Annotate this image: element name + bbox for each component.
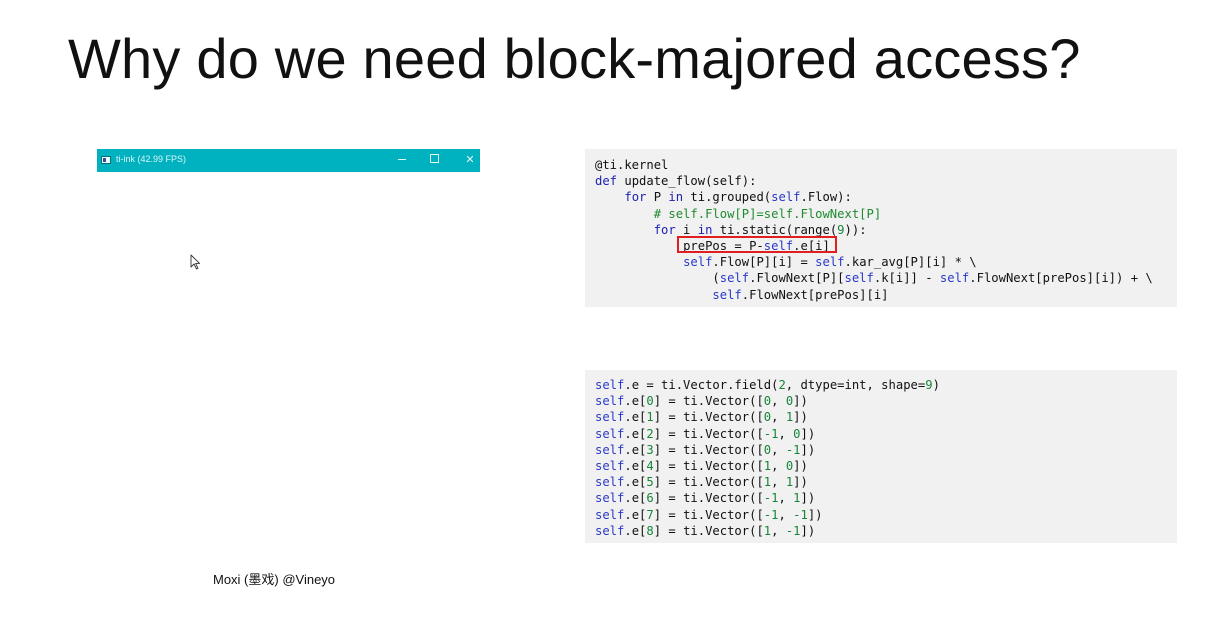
code-line: self.e[5] = ti.Vector([1, 1])	[595, 475, 808, 490]
code-comment-line: # self.Flow[P]=self.FlowNext[P]	[653, 206, 882, 221]
code-line: self.e = ti.Vector.field(2, dtype=int, s…	[595, 378, 940, 392]
slide-title: Why do we need block-majored access?	[68, 27, 1081, 90]
window-title: ti-ink (42.99 FPS)	[116, 154, 187, 164]
code-line: for P in ti.grouped(self.Flow):	[624, 190, 852, 205]
footer-credit: Moxi (墨戏) @Vineyo	[213, 572, 336, 587]
code-line: self.e[6] = ti.Vector([-1, 1])	[595, 491, 816, 506]
code-line: self.e[4] = ti.Vector([1, 0])	[595, 458, 808, 473]
code-line: for i in ti.static(range(9)):	[653, 222, 867, 237]
close-icon: ✕	[465, 153, 475, 166]
window-titlebar[interactable]: ti-ink (42.99 FPS) ✕	[97, 149, 480, 172]
code-line: self.e[1] = ti.Vector([0, 1])	[595, 410, 808, 425]
maximize-icon	[429, 153, 439, 163]
code-line: self.e[2] = ti.Vector([-1, 0])	[595, 426, 816, 441]
app-window: ti-ink (42.99 FPS) ✕	[97, 149, 480, 172]
kernel-code-block: @ti.kernel def update_flow(self): for P i…	[585, 149, 1177, 307]
highlight-box	[677, 236, 837, 253]
vector-code-block: self.e = ti.Vector.field(2, dtype=int, s…	[585, 370, 1177, 543]
highlighted-code-line: prePos = P-self.e[i]	[683, 238, 830, 253]
minimize-button[interactable]	[391, 151, 413, 169]
code-line: def update_flow(self):	[595, 174, 757, 189]
code-line: @ti.kernel	[595, 158, 669, 172]
code-line: self.FlowNext[prePos][i]	[712, 287, 889, 302]
code-line: self.e[8] = ti.Vector([1, -1])	[595, 523, 816, 538]
close-button[interactable]: ✕	[459, 151, 481, 169]
code-line: self.e[7] = ti.Vector([-1, -1])	[595, 507, 823, 522]
minimize-icon	[398, 158, 406, 160]
code-line: self.e[0] = ti.Vector([0, 0])	[595, 394, 808, 409]
maximize-button[interactable]	[423, 151, 445, 169]
code-line: (self.FlowNext[P][self.k[i]] - self.Flow…	[712, 271, 1153, 286]
app-icon	[101, 156, 111, 164]
code-line: self.Flow[P][i] = self.kar_avg[P][i] * \	[683, 255, 977, 270]
mouse-pointer-icon	[190, 254, 201, 270]
code-line: self.e[3] = ti.Vector([0, -1])	[595, 442, 816, 457]
